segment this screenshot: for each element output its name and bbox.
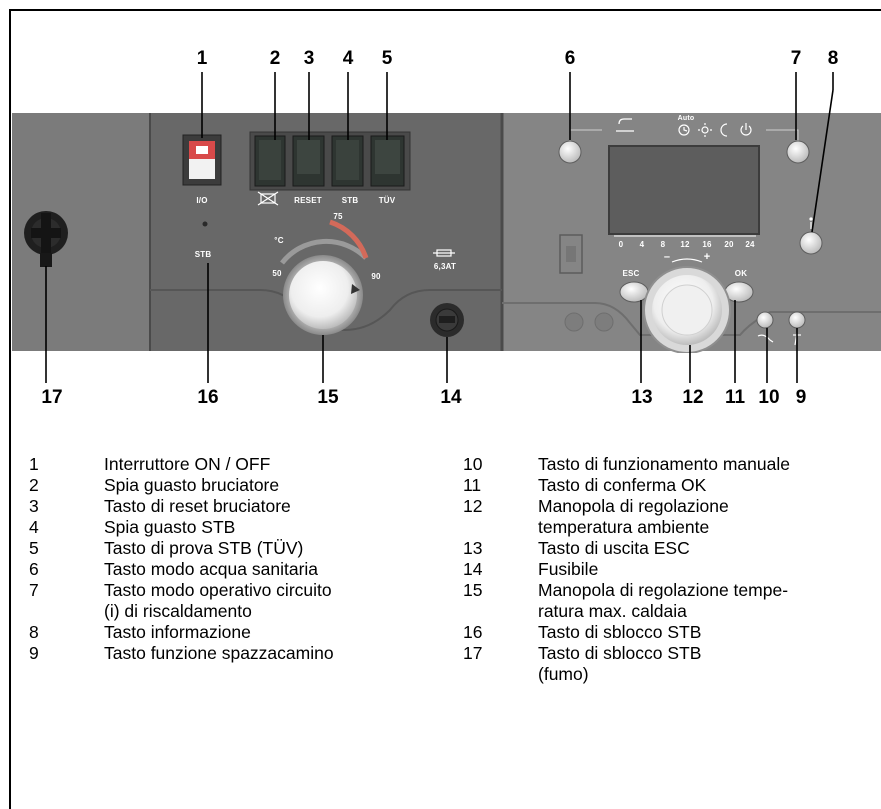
legend-text: temperatura ambiente (538, 517, 709, 538)
legend-text: ratura max. caldaia (538, 601, 687, 622)
callout-9: 9 (796, 387, 807, 409)
callout-12: 12 (682, 387, 703, 409)
legend-number: 3 (29, 496, 39, 517)
legend-number: 1 (29, 454, 39, 475)
legend-text: Manopola di regolazione tempe- (538, 580, 788, 601)
legend-item: (i) di riscaldamento (29, 601, 449, 622)
legend-item: 11 Tasto di conferma OK (463, 475, 881, 496)
callout-17: 17 (41, 387, 62, 409)
legend-item: 17 Tasto di sblocco STB (463, 643, 881, 664)
legend-number: 14 (463, 559, 482, 580)
legend-item: 4 Spia guasto STB (29, 517, 449, 538)
legend-item: 9 Tasto funzione spazzacamino (29, 643, 449, 664)
legend-text: Spia guasto STB (104, 517, 235, 538)
legend-item: 14 Fusibile (463, 559, 881, 580)
legend-item: 8 Tasto informazione (29, 622, 449, 643)
legend-item: 13 Tasto di uscita ESC (463, 538, 881, 559)
legend-number: 5 (29, 538, 39, 559)
legend-number: 8 (29, 622, 39, 643)
legend-number: 6 (29, 559, 39, 580)
legend-text: Tasto di conferma OK (538, 475, 706, 496)
legend-item: temperatura ambiente (463, 517, 881, 538)
legend-item: 10 Tasto di funzionamento manuale (463, 454, 881, 475)
legend-text: Tasto di uscita ESC (538, 538, 690, 559)
legend-item: 6 Tasto modo acqua sanitaria (29, 559, 449, 580)
legend-text: Tasto di prova STB (TÜV) (104, 538, 303, 559)
legend-text: Tasto di funzionamento manuale (538, 454, 790, 475)
legend-number: 12 (463, 496, 482, 517)
legend-text: Tasto di sblocco STB (538, 643, 701, 664)
callout-11: 11 (725, 387, 745, 409)
legend-number: 16 (463, 622, 482, 643)
legend-number: 7 (29, 580, 39, 601)
legend-text: Fusibile (538, 559, 598, 580)
legend-number: 9 (29, 643, 39, 664)
legend-item: 12 Manopola di regolazione (463, 496, 881, 517)
legend-item: 2 Spia guasto bruciatore (29, 475, 449, 496)
legend-text: Manopola di regolazione (538, 496, 729, 517)
legend-number: 15 (463, 580, 482, 601)
legend-item: ratura max. caldaia (463, 601, 881, 622)
legend-text: Tasto modo operativo circuito (104, 580, 332, 601)
legend-text: Spia guasto bruciatore (104, 475, 279, 496)
legend-item: 1 Interruttore ON / OFF (29, 454, 449, 475)
legend-number: 2 (29, 475, 39, 496)
callout-10: 10 (758, 387, 779, 409)
legend-item: 5 Tasto di prova STB (TÜV) (29, 538, 449, 559)
legend-item: 15 Manopola di regolazione tempe- (463, 580, 881, 601)
callout-16: 16 (197, 387, 218, 409)
legend-number: 13 (463, 538, 482, 559)
leader-lines (0, 0, 881, 420)
legend-item: 16 Tasto di sblocco STB (463, 622, 881, 643)
legend-text: (fumo) (538, 664, 589, 685)
callout-13: 13 (631, 387, 652, 409)
legend-text: Tasto modo acqua sanitaria (104, 559, 318, 580)
legend-text: Tasto informazione (104, 622, 251, 643)
legend-left: 1 Interruttore ON / OFF 2 Spia guasto bruci… (29, 454, 449, 664)
legend-text: Tasto di reset bruciatore (104, 496, 291, 517)
legend-text: Interruttore ON / OFF (104, 454, 270, 475)
legend-text: Tasto funzione spazzacamino (104, 643, 334, 664)
legend-number: 4 (29, 517, 39, 538)
legend-number: 10 (463, 454, 482, 475)
legend-number: 11 (463, 475, 481, 496)
legend-item: 7 Tasto modo operativo circuito (29, 580, 449, 601)
legend-text: Tasto di sblocco STB (538, 622, 701, 643)
callout-15: 15 (317, 387, 338, 409)
legend-item: (fumo) (463, 664, 881, 685)
legend-text: (i) di riscaldamento (104, 601, 252, 622)
callout-14: 14 (440, 387, 461, 409)
legend-item: 3 Tasto di reset bruciatore (29, 496, 449, 517)
legend-number: 17 (463, 643, 482, 664)
